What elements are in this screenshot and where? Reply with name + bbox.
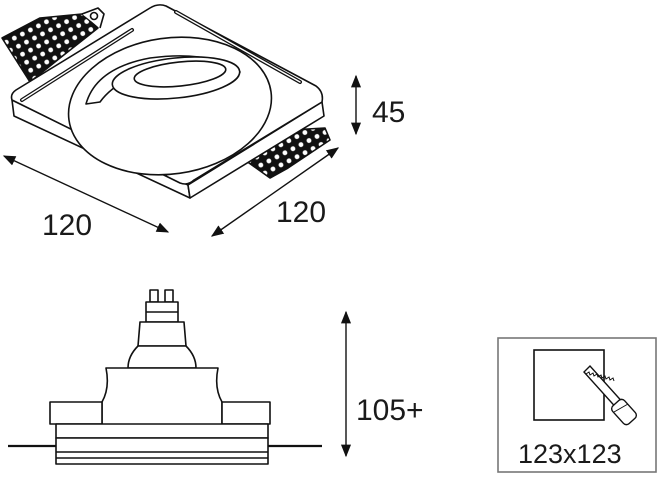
fixture-bottom-rim [55, 437, 269, 465]
dimension-width-side: 120 [210, 147, 340, 237]
dimension-width-side-label: 120 [276, 196, 326, 229]
dimension-width-front-label: 120 [42, 209, 92, 242]
fixture-flange-right [221, 401, 271, 425]
fixture-flange-left [49, 401, 103, 425]
lamp-neck [137, 321, 187, 347]
cutout-square [533, 349, 605, 421]
cutout-box: 123x123 [497, 337, 657, 473]
mounting-screw-hole [89, 11, 99, 21]
recess-lamp-hole [133, 60, 227, 88]
dimension-depth-label: 105+ [356, 394, 424, 427]
side-view-fixture [8, 289, 322, 465]
gu10-pin-left [149, 289, 159, 303]
top-view-fixture [1, 4, 331, 199]
dimension-width-front: 120 [2, 155, 170, 242]
fixture-base-plate [55, 423, 269, 439]
dimension-depth: 105+ [340, 310, 424, 458]
slot-right-inner [175, 11, 301, 83]
dimension-height: 45 [350, 74, 405, 136]
slot-left-inner [21, 29, 133, 101]
cutout-label: 123x123 [518, 439, 622, 469]
saw-icon [583, 364, 638, 426]
gu10-pin-right [164, 289, 174, 303]
lamp-reflector [127, 345, 197, 369]
dimension-height-label: 45 [372, 96, 405, 129]
